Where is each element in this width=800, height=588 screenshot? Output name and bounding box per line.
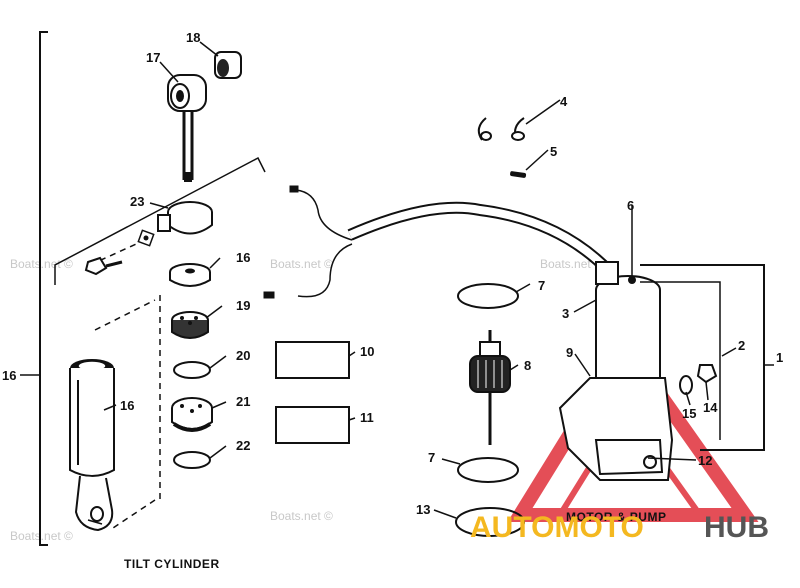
part-labels: 1 2 3 4 5 6 7 7 8 9 10 11 12 13 14 15 16… xyxy=(2,30,783,517)
watermark: Boats.net © xyxy=(10,257,73,271)
part-21 xyxy=(171,397,213,432)
part-4 xyxy=(477,117,525,141)
label-11: 11 xyxy=(360,410,374,425)
label-8: 8 xyxy=(524,358,531,373)
watermark: Boats.net © xyxy=(270,509,333,523)
part-15 xyxy=(679,375,693,395)
part-11 xyxy=(275,406,350,444)
watermark: Boats.net © xyxy=(270,257,333,271)
part-9-pump xyxy=(558,377,674,481)
label-7-upper: 7 xyxy=(538,278,545,293)
label-2: 2 xyxy=(738,338,745,353)
part-7-upper xyxy=(457,283,519,309)
label-5: 5 xyxy=(550,144,557,159)
tilt-bracket xyxy=(39,31,48,546)
label-4: 4 xyxy=(560,94,568,109)
part-14 xyxy=(696,364,718,384)
part-3-motor xyxy=(595,205,661,381)
part-23 xyxy=(137,201,213,247)
caption-motor-pump: MOTOR & PUMP xyxy=(566,510,666,524)
label-21: 21 xyxy=(236,394,250,409)
part-13 xyxy=(455,507,525,537)
part-10 xyxy=(275,341,350,379)
label-18: 18 xyxy=(186,30,200,45)
label-6: 6 xyxy=(627,198,634,213)
part-8 xyxy=(469,330,511,445)
part-19 xyxy=(171,311,209,339)
wire-harness xyxy=(263,185,615,299)
part-22 xyxy=(173,451,211,469)
motor-bracket xyxy=(640,264,765,451)
part-20 xyxy=(173,361,211,379)
label-16-assembly: 16 xyxy=(2,368,16,383)
caption-tilt-cylinder: TILT CYLINDER xyxy=(124,557,220,571)
label-14: 14 xyxy=(703,400,718,415)
label-3: 3 xyxy=(562,306,569,321)
label-23: 23 xyxy=(130,194,144,209)
logo-text-automoto: AUTOMOTO xyxy=(470,511,644,544)
logo-text-hub: HUB xyxy=(704,511,769,544)
label-15: 15 xyxy=(682,406,696,421)
tilt-cylinder-body xyxy=(69,359,115,532)
label-20: 20 xyxy=(236,348,250,363)
label-12: 12 xyxy=(698,453,712,468)
logo: AUTOMOTO HUB xyxy=(470,511,769,544)
watermark: Boats.net © xyxy=(540,257,603,271)
label-17: 17 xyxy=(146,50,160,65)
label-1: 1 xyxy=(776,350,783,365)
label-7-lower: 7 xyxy=(428,450,435,465)
label-16-washer: 16 xyxy=(236,250,250,265)
label-19: 19 xyxy=(236,298,250,313)
label-22: 22 xyxy=(236,438,250,453)
part-18 xyxy=(214,51,242,79)
label-9: 9 xyxy=(566,345,573,360)
part-16-washer xyxy=(169,263,211,287)
screw xyxy=(84,256,123,276)
part-17 xyxy=(167,74,207,182)
part-5 xyxy=(510,171,527,178)
label-10: 10 xyxy=(360,344,374,359)
watermark: Boats.net © xyxy=(10,529,73,543)
label-16-cylinder: 16 xyxy=(120,398,134,413)
part-7-lower xyxy=(457,457,519,483)
label-13: 13 xyxy=(416,502,430,517)
